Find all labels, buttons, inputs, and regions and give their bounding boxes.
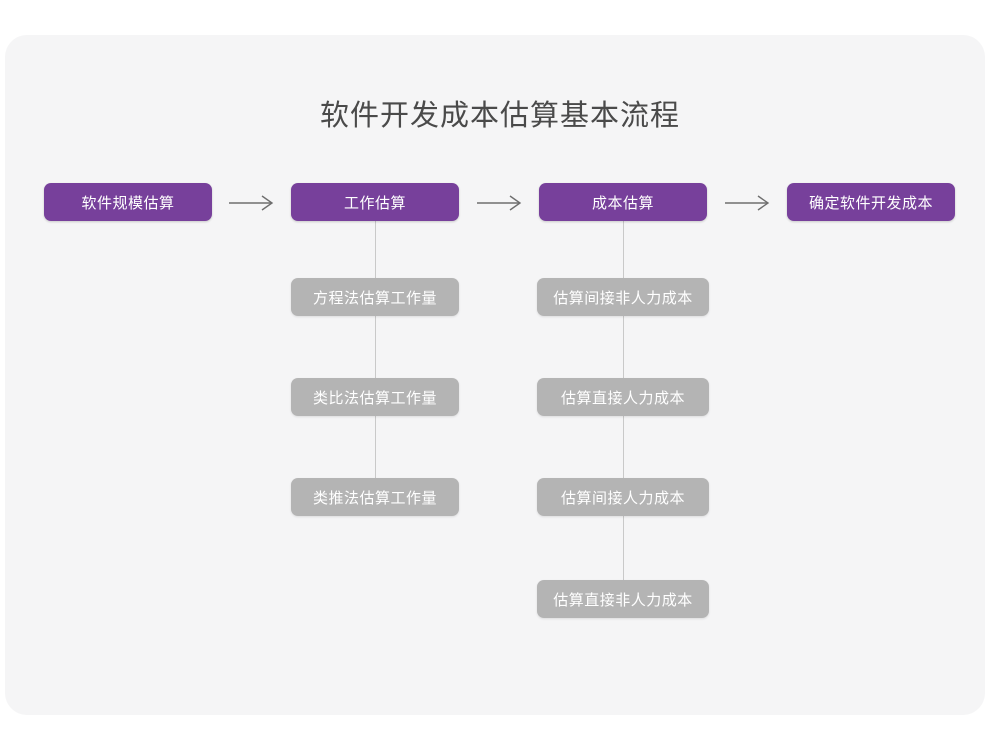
substep-node-indirect-labor-cost[interactable]: 估算间接人力成本 <box>537 478 709 516</box>
stage-node-label: 确定软件开发成本 <box>808 194 933 212</box>
stage-node-determine-development-cost[interactable]: 确定软件开发成本 <box>787 183 955 221</box>
substep-node-indirect-non-labor-cost[interactable]: 估算间接非人力成本 <box>537 278 709 316</box>
substep-node-direct-non-labor-cost[interactable]: 估算直接非人力成本 <box>537 580 709 618</box>
connector-line-stage-2-column <box>375 214 376 502</box>
stage-node-label: 成本估算 <box>591 194 654 212</box>
substep-node-label: 估算直接非人力成本 <box>553 591 693 609</box>
substep-node-inference-method-effort[interactable]: 类推法估算工作量 <box>291 478 459 516</box>
stage-node-label: 软件规模估算 <box>81 194 175 212</box>
substep-node-label: 类推法估算工作量 <box>312 489 437 507</box>
substep-node-equation-method-effort[interactable]: 方程法估算工作量 <box>291 278 459 316</box>
substep-node-label: 类比法估算工作量 <box>312 389 437 407</box>
flow-arrow-2 <box>476 192 526 214</box>
stage-node-software-scale-estimation[interactable]: 软件规模估算 <box>44 183 212 221</box>
substep-node-analogy-method-effort[interactable]: 类比法估算工作量 <box>291 378 459 416</box>
flow-arrow-1 <box>228 192 278 214</box>
substep-node-direct-labor-cost[interactable]: 估算直接人力成本 <box>537 378 709 416</box>
stage-node-cost-estimation[interactable]: 成本估算 <box>539 183 707 221</box>
stage-node-work-estimation[interactable]: 工作估算 <box>291 183 459 221</box>
page-title: 软件开发成本估算基本流程 <box>319 100 680 132</box>
substep-node-label: 估算间接非人力成本 <box>553 289 693 307</box>
flow-arrow-3 <box>724 192 774 214</box>
substep-node-label: 方程法估算工作量 <box>312 289 437 307</box>
diagram-card-panel <box>5 35 985 715</box>
substep-node-label: 估算间接人力成本 <box>560 489 685 507</box>
substep-node-label: 估算直接人力成本 <box>560 389 685 407</box>
stage-node-label: 工作估算 <box>343 194 406 212</box>
